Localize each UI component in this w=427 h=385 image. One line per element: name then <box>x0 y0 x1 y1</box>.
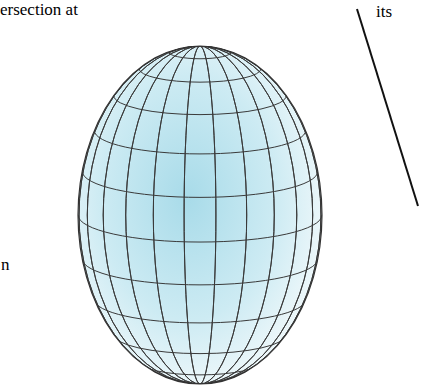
parallel-line <box>94 300 305 323</box>
parallel-line <box>139 69 261 83</box>
meridian-line <box>153 46 246 384</box>
meridian-line <box>184 46 216 384</box>
globe-outline <box>78 46 322 384</box>
meridian-line <box>184 46 216 384</box>
meridian-line <box>126 46 275 384</box>
parallel-line <box>78 215 322 242</box>
text-fragment: n <box>1 255 10 275</box>
parallel-line <box>94 131 305 154</box>
meridian-line <box>126 46 275 384</box>
globe-grid <box>78 46 322 385</box>
meridian-line <box>103 46 297 384</box>
parallel-line <box>82 259 318 285</box>
parallel-line <box>168 52 231 59</box>
meridian-line <box>153 46 246 384</box>
meridian-line <box>79 46 321 384</box>
meridian-line <box>103 46 297 384</box>
meridian-line <box>79 46 321 384</box>
tangent-line <box>357 9 418 206</box>
text-fragment: ersection at <box>0 0 78 20</box>
meridian-line <box>87 46 312 384</box>
parallel-line <box>82 171 318 197</box>
parallel-line <box>114 335 287 354</box>
meridian-line <box>87 46 312 384</box>
text-fragment: its <box>376 2 392 22</box>
globe-body <box>78 46 322 384</box>
parallel-line <box>114 96 287 115</box>
